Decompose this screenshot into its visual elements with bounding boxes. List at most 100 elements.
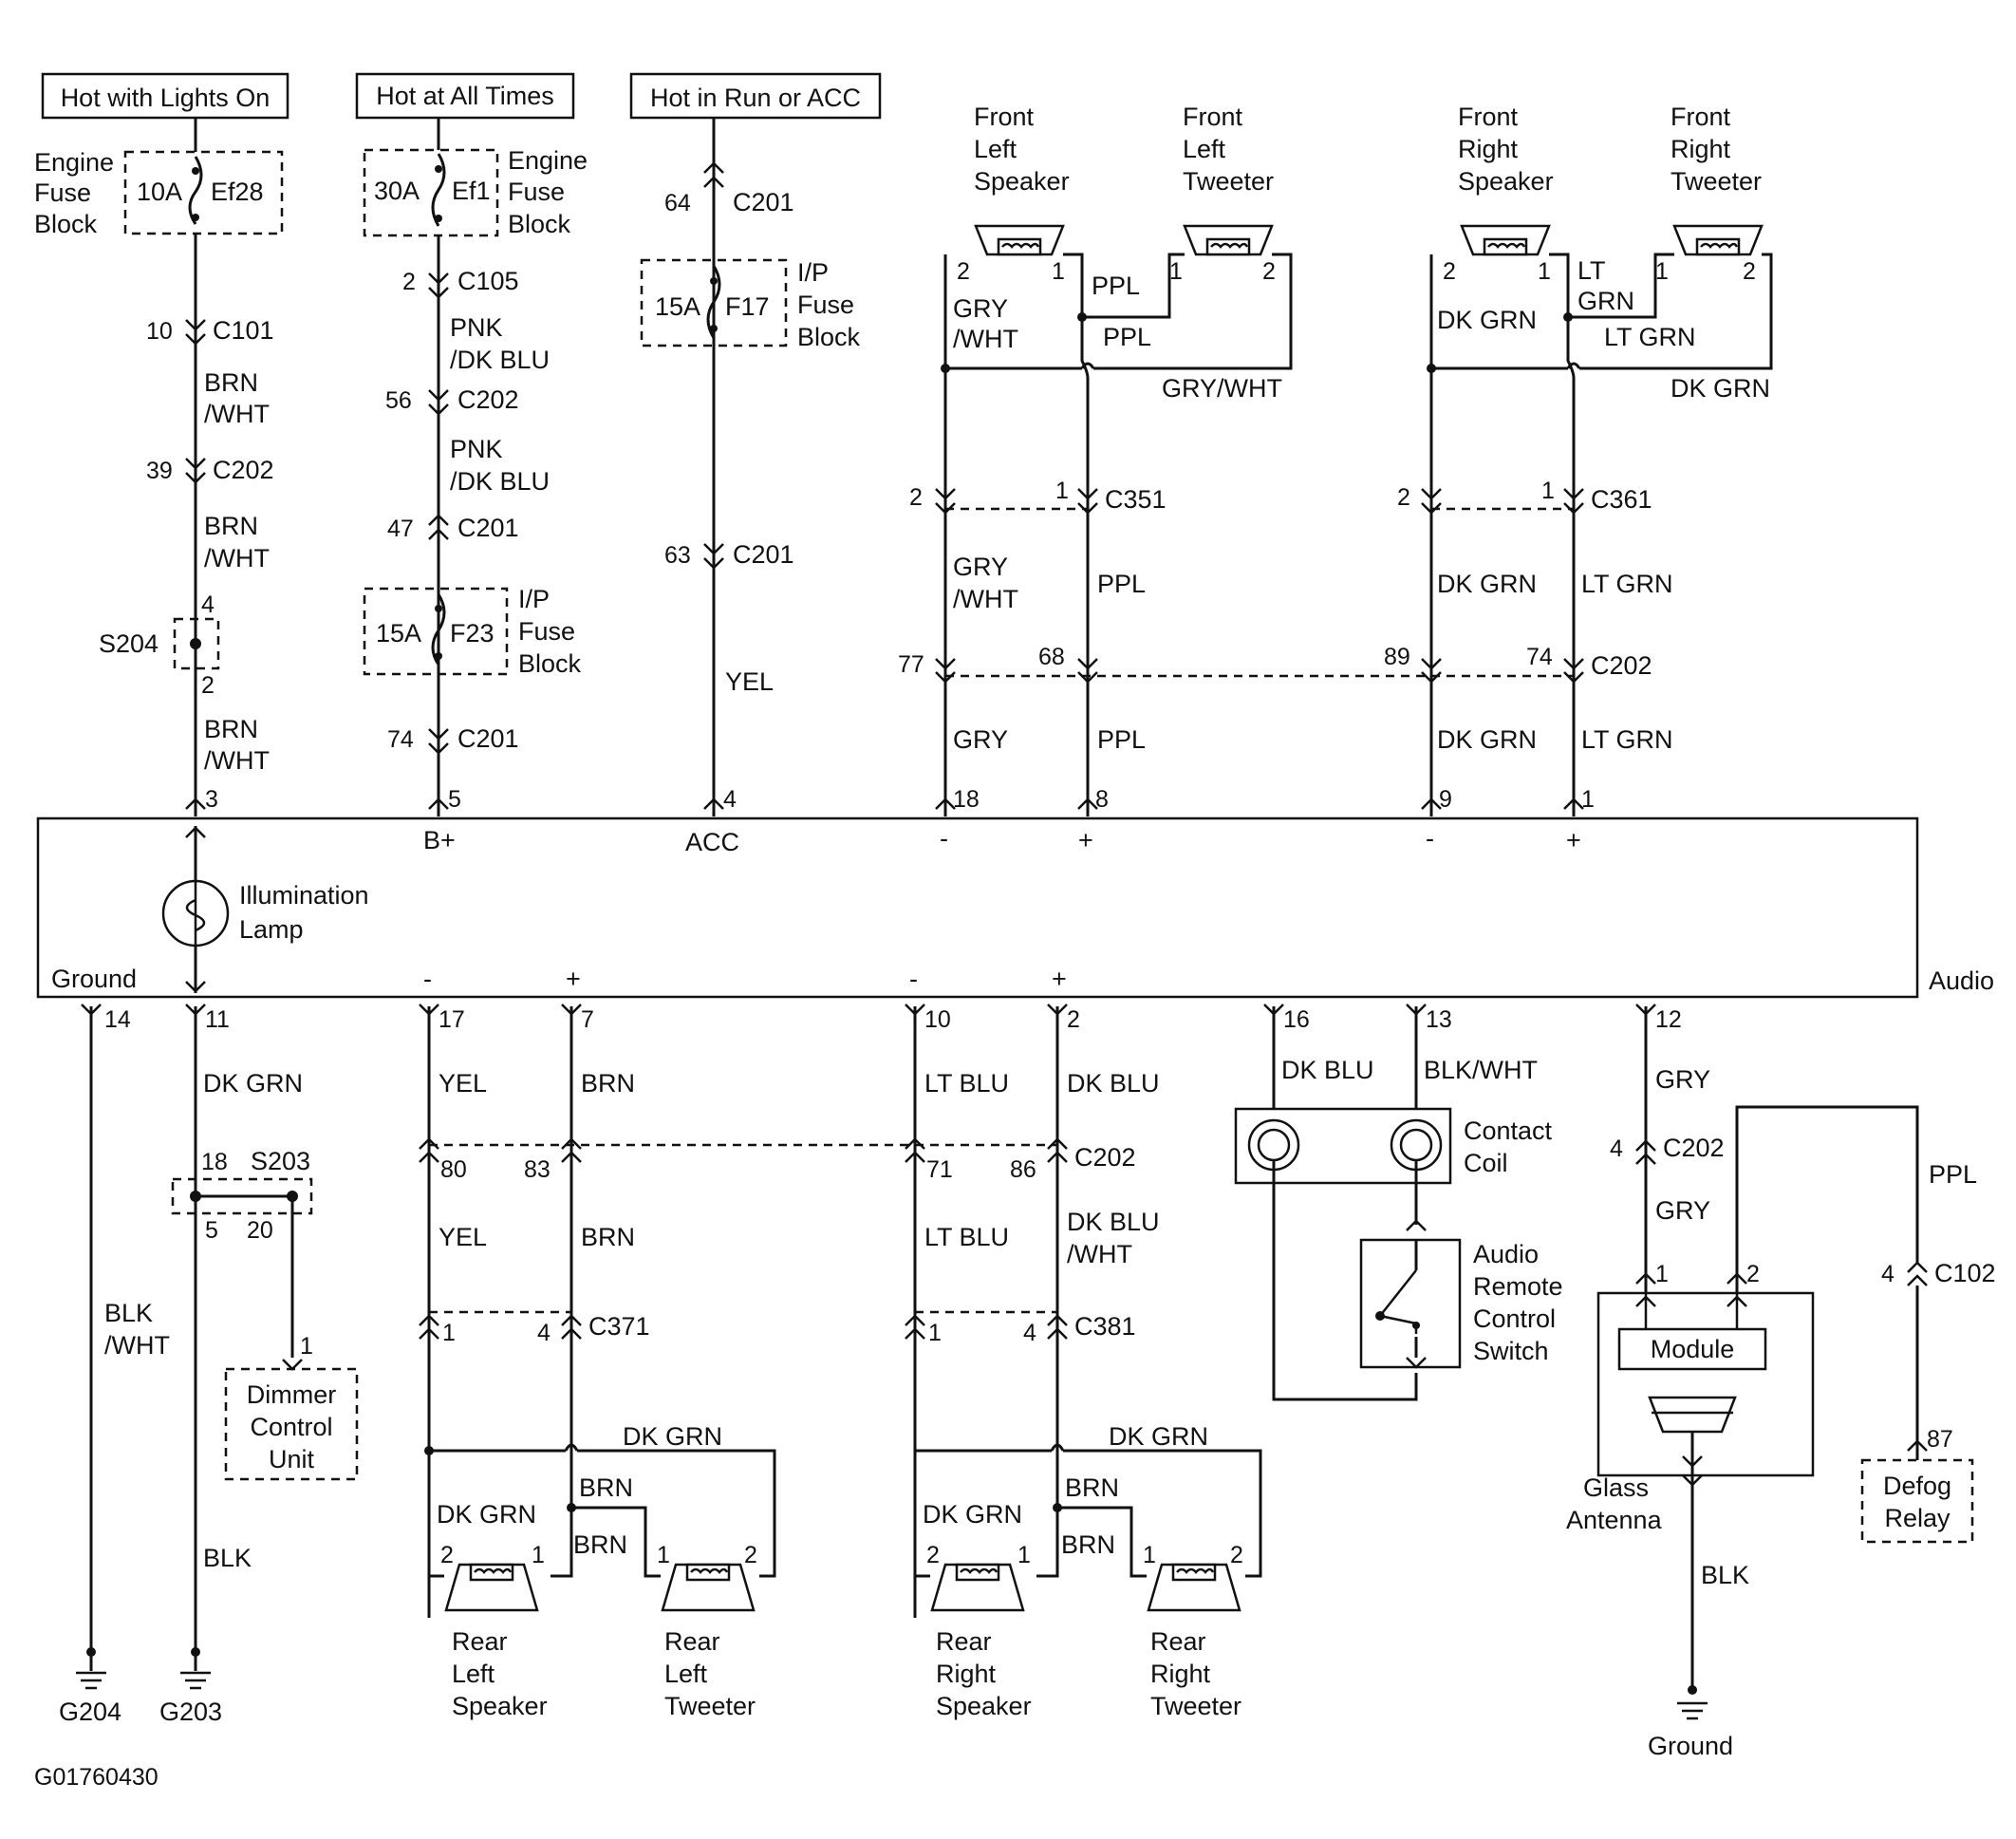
connector-c371-label: C371 (588, 1312, 650, 1341)
wire-label: PNK (450, 313, 503, 342)
fuse-f17-block-label: Fuse (797, 291, 854, 319)
wire-label: DK GRN (623, 1422, 722, 1451)
connector-c202-icon (428, 389, 449, 416)
wire-label: LT GRN (1581, 725, 1673, 754)
front-right-speaker-label: Speaker (1458, 167, 1554, 196)
connector-c101-icon (185, 319, 206, 346)
wire-label: GRY (1655, 1196, 1710, 1225)
front-left-tweeter-icon (1183, 224, 1274, 256)
dimmer-label: Control (250, 1413, 332, 1441)
pin-label: 4 (1023, 1320, 1036, 1346)
audio-unit-label: Audio (1929, 966, 1994, 995)
connector-c371-icon (419, 1314, 582, 1340)
splice-s204-box (173, 617, 220, 670)
connector-c102-icon (1907, 1261, 1928, 1286)
remote-switch-label: Audio (1473, 1240, 1539, 1268)
pin-label: 5 (448, 786, 461, 813)
pin-label: 64 (664, 190, 691, 216)
antenna-ground-label: Ground (1648, 1732, 1733, 1760)
wire-label: GRN (1577, 287, 1634, 315)
wire-label: BLK (203, 1544, 252, 1572)
remote-switch-label: Switch (1473, 1337, 1549, 1365)
pin-label: 2 (1443, 258, 1456, 285)
splice-s204-icon (190, 638, 201, 649)
wire-label: /WHT (204, 400, 270, 428)
pin-label: 10 (924, 1006, 951, 1033)
wire-label: YEL (439, 1223, 487, 1251)
audio-polarity-label: + (1078, 826, 1093, 854)
audio-acc-label: ACC (685, 828, 739, 856)
pin-label: 86 (1010, 1156, 1036, 1183)
pin-label: 2 (1746, 1261, 1760, 1287)
pin-label: 74 (1526, 644, 1553, 670)
pin-label: 1 (1017, 1542, 1031, 1568)
pin-label: 9 (1439, 786, 1452, 813)
fuse-ef1-id: Ef1 (452, 177, 491, 205)
pin-label: 1 (1055, 478, 1069, 504)
wire-label: GRY (953, 725, 1008, 754)
wire-label: DK GRN (1437, 725, 1537, 754)
connector-c105-label: C105 (457, 267, 519, 295)
pin-label: 1 (1541, 478, 1555, 504)
connector-c361-icon (1421, 488, 1584, 500)
rear-right-tweeter-label: Tweeter (1150, 1692, 1241, 1720)
fuse-f23-icon (431, 593, 446, 666)
pin-label: 56 (385, 387, 412, 414)
fuse-f17-id: F17 (725, 292, 770, 321)
audio-polarity-label: - (1426, 824, 1434, 853)
pin-label: 2 (201, 672, 215, 699)
antenna-element-icon (1648, 1396, 1737, 1434)
audio-ground-label: Ground (51, 965, 137, 993)
pin-label: 71 (926, 1156, 953, 1183)
wire-label: LT BLU (924, 1223, 1009, 1251)
fuse-block-f23 (363, 587, 509, 676)
pin-label: 68 (1038, 644, 1065, 670)
pin-label: 18 (201, 1149, 228, 1175)
wire-label: DK BLU (1281, 1056, 1374, 1084)
pin-label: 2 (926, 1542, 940, 1568)
rear-right-speaker-label: Rear (936, 1627, 992, 1656)
pin-label: 2 (957, 258, 970, 285)
wire-label: PPL (1103, 323, 1151, 351)
pin-label: 2 (402, 269, 416, 295)
pin-label: 1 (1169, 258, 1183, 285)
front-right-speaker-label: Right (1458, 135, 1519, 163)
wire-label: BRN (1065, 1473, 1119, 1502)
fuse-block-ef1 (363, 148, 499, 237)
rear-left-tweeter-label: Rear (664, 1627, 720, 1656)
connector-c201-icon (428, 514, 449, 540)
pin-label: 1 (532, 1542, 545, 1568)
wire-label: GRY (953, 294, 1008, 323)
fuse-ef1-block-label: Fuse (508, 178, 565, 206)
audio-polarity-label: + (1052, 965, 1067, 993)
pin-label: 18 (953, 786, 980, 813)
contact-coil-label: Contact (1464, 1117, 1553, 1145)
fuse-f17-block-label: I/P (797, 258, 829, 287)
wire-label: /WHT (953, 325, 1018, 353)
front-right-tweeter-icon (1672, 224, 1764, 256)
wire-label: DK BLU (1067, 1069, 1160, 1098)
wire-label: /WHT (953, 585, 1018, 613)
wire-label: DK GRN (923, 1500, 1022, 1529)
wire-label: /DK BLU (450, 346, 550, 374)
pin-label: 80 (440, 1156, 467, 1183)
pin-label: 8 (1095, 786, 1109, 813)
fuse-f23-block-label: Block (518, 649, 582, 678)
glass-antenna (1596, 1291, 1815, 1477)
wire-label: LT GRN (1604, 323, 1696, 351)
fuse-f23-rating: 15A (376, 619, 421, 647)
pin-label: 1 (1655, 258, 1669, 285)
audio-polarity-label: - (909, 965, 918, 993)
pin-label: 5 (205, 1217, 218, 1244)
connector-c102-label: C102 (1934, 1259, 1996, 1287)
connector-c101-label: C101 (213, 316, 274, 345)
pin-label: 2 (1230, 1542, 1243, 1568)
rear-left-speaker-label: Left (452, 1660, 495, 1688)
wire-label: BRN (204, 368, 258, 397)
pin-label: 1 (1052, 258, 1065, 285)
pin-label: 89 (1384, 644, 1410, 670)
fuse-f23-block-label: I/P (518, 585, 550, 613)
wire-label: DK GRN (1671, 374, 1770, 403)
fuse-f17-block-label: Block (797, 323, 861, 351)
